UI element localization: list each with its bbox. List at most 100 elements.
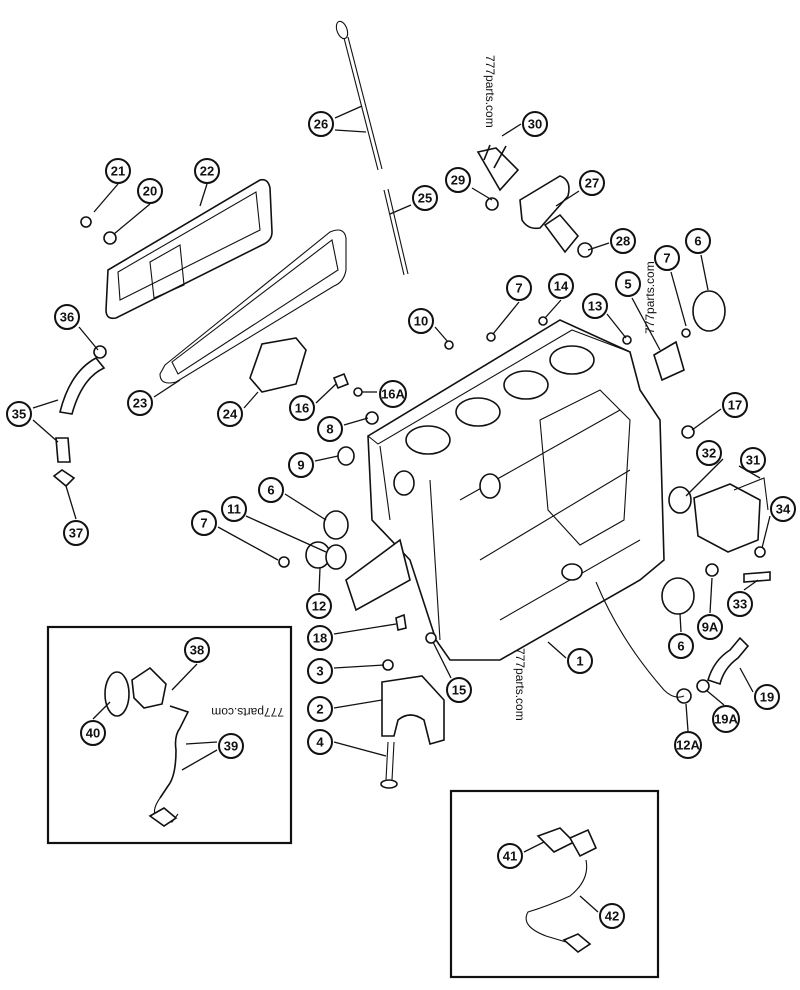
callout-12a: 12A bbox=[674, 731, 702, 759]
callout-7: 7 bbox=[191, 510, 217, 536]
callout-40: 40 bbox=[80, 720, 106, 746]
callout-15: 15 bbox=[446, 677, 472, 703]
callout-41: 41 bbox=[497, 843, 523, 869]
callout-circle bbox=[668, 633, 694, 659]
callout-label: 41 bbox=[503, 849, 517, 864]
callout-label: 40 bbox=[86, 726, 100, 741]
water-elbow bbox=[707, 636, 750, 686]
callout-label: 34 bbox=[776, 502, 791, 517]
callout-42: 42 bbox=[599, 903, 625, 929]
callout-label: 10 bbox=[414, 314, 428, 329]
callout-label: 26 bbox=[314, 117, 328, 132]
callout-circle bbox=[105, 158, 131, 184]
callout-circle bbox=[610, 228, 636, 254]
callout-label: 6 bbox=[677, 639, 684, 654]
cover-plate bbox=[249, 337, 307, 393]
callout-circle bbox=[184, 637, 210, 663]
valve-cover-gasket bbox=[159, 229, 347, 384]
callout-circle bbox=[722, 392, 748, 418]
callout-27: 27 bbox=[579, 170, 605, 196]
callout-1: 1 bbox=[567, 648, 593, 674]
callout-label: 2 bbox=[316, 702, 323, 717]
inset-box-right bbox=[449, 789, 660, 979]
callout-6: 6 bbox=[258, 477, 284, 503]
thermostat-assembly bbox=[476, 144, 593, 258]
callout-6: 6 bbox=[685, 228, 711, 254]
callout-label: 35 bbox=[12, 407, 26, 422]
block-heater-left bbox=[104, 666, 190, 827]
callout-circle bbox=[740, 447, 766, 473]
callout-28: 28 bbox=[610, 228, 636, 254]
callout-circle bbox=[306, 593, 332, 619]
callout-label: 15 bbox=[452, 683, 466, 698]
callout-label: 27 bbox=[585, 176, 599, 191]
callout-label: 1 bbox=[576, 654, 583, 669]
callout-label: 33 bbox=[733, 597, 747, 612]
water-inlet-housing bbox=[668, 477, 771, 583]
callout-circle bbox=[194, 158, 220, 184]
callout-8: 8 bbox=[317, 416, 343, 442]
callout-label: 36 bbox=[60, 310, 74, 325]
callout-16a: 16A bbox=[379, 380, 407, 408]
callout-3: 3 bbox=[307, 658, 333, 684]
callout-label: 28 bbox=[616, 234, 630, 249]
callout-20: 20 bbox=[137, 178, 163, 204]
callout-label: 11 bbox=[227, 502, 241, 517]
callout-circle bbox=[412, 185, 438, 211]
callout-label: 8 bbox=[326, 422, 333, 437]
callout-label: 31 bbox=[746, 453, 760, 468]
main-bearing-cap bbox=[380, 675, 445, 789]
callout-9: 9 bbox=[288, 452, 314, 478]
callout-circle bbox=[217, 401, 243, 427]
callout-label: 6 bbox=[694, 234, 701, 249]
callout-14: 14 bbox=[548, 273, 574, 299]
callout-label: 16A bbox=[381, 387, 405, 402]
callout-label: 19 bbox=[760, 690, 774, 705]
callout-circle bbox=[221, 496, 247, 522]
callout-label: 12 bbox=[312, 599, 326, 614]
callout-circle bbox=[218, 733, 244, 759]
callout-26: 26 bbox=[308, 111, 334, 137]
callout-circle bbox=[497, 843, 523, 869]
heater-wire bbox=[595, 581, 685, 698]
callout-circle bbox=[258, 477, 284, 503]
callout-label: 17 bbox=[728, 398, 742, 413]
callout-circle bbox=[308, 111, 334, 137]
callout-38: 38 bbox=[184, 637, 210, 663]
watermark-right: 777parts.com bbox=[643, 261, 657, 334]
watermark-center: 777parts.com bbox=[513, 648, 527, 721]
callout-39: 39 bbox=[218, 733, 244, 759]
callout-circle bbox=[712, 705, 740, 733]
callout-label: 19A bbox=[714, 712, 738, 727]
callout-11: 11 bbox=[221, 496, 247, 522]
callout-circle bbox=[191, 510, 217, 536]
callout-circle bbox=[654, 245, 680, 271]
callout-24: 24 bbox=[217, 401, 243, 427]
callout-circle bbox=[548, 273, 574, 299]
dipstick bbox=[335, 20, 409, 276]
callout-32: 32 bbox=[696, 440, 722, 466]
callout-circle bbox=[579, 170, 605, 196]
callout-circle bbox=[408, 308, 434, 334]
callout-13: 13 bbox=[582, 293, 608, 319]
callout-circle bbox=[317, 416, 343, 442]
block-heater-right bbox=[525, 827, 598, 954]
leader-lines bbox=[32, 105, 771, 913]
callout-label: 32 bbox=[702, 446, 716, 461]
callout-label: 6 bbox=[267, 483, 274, 498]
callout-circle bbox=[80, 720, 106, 746]
callout-label: 20 bbox=[143, 184, 157, 199]
callout-2: 2 bbox=[307, 696, 333, 722]
callout-circle bbox=[6, 401, 32, 427]
callout-circle bbox=[307, 625, 333, 651]
callout-label: 24 bbox=[223, 407, 238, 422]
callout-label: 18 bbox=[313, 631, 327, 646]
callout-25: 25 bbox=[412, 185, 438, 211]
callout-circle bbox=[727, 591, 753, 617]
callout-circle bbox=[445, 167, 471, 193]
callout-7: 7 bbox=[654, 245, 680, 271]
callout-7: 7 bbox=[506, 275, 532, 301]
callout-label: 38 bbox=[190, 643, 204, 658]
callout-label: 39 bbox=[224, 739, 238, 754]
